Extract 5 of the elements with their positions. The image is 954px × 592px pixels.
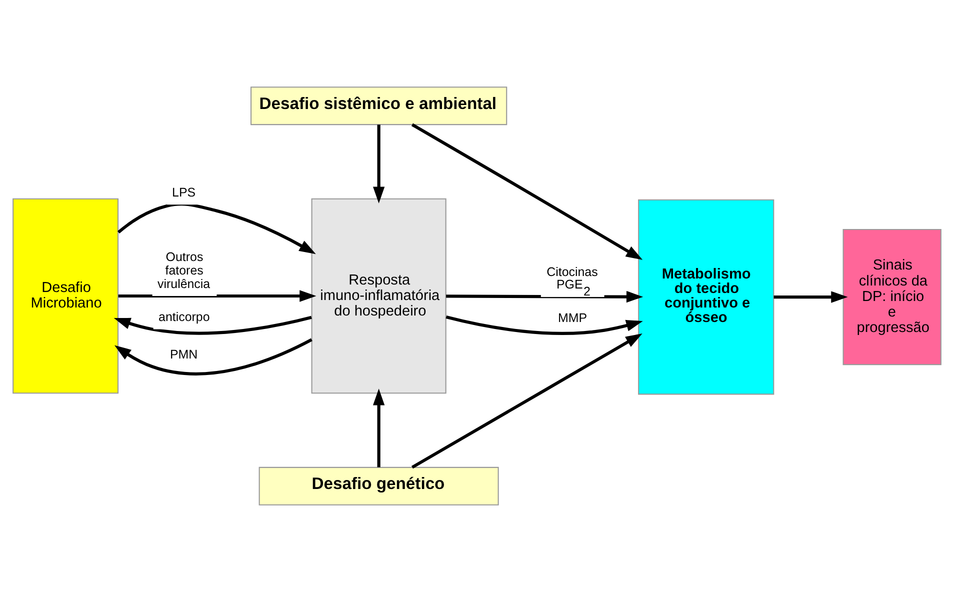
edge-label: MMP — [558, 311, 588, 326]
edge-label: anticorpo — [158, 310, 210, 324]
edge-label: LPS — [172, 185, 196, 200]
edge-label: PMN — [170, 347, 198, 362]
edge-label: Outros fatores virulência — [158, 250, 210, 291]
